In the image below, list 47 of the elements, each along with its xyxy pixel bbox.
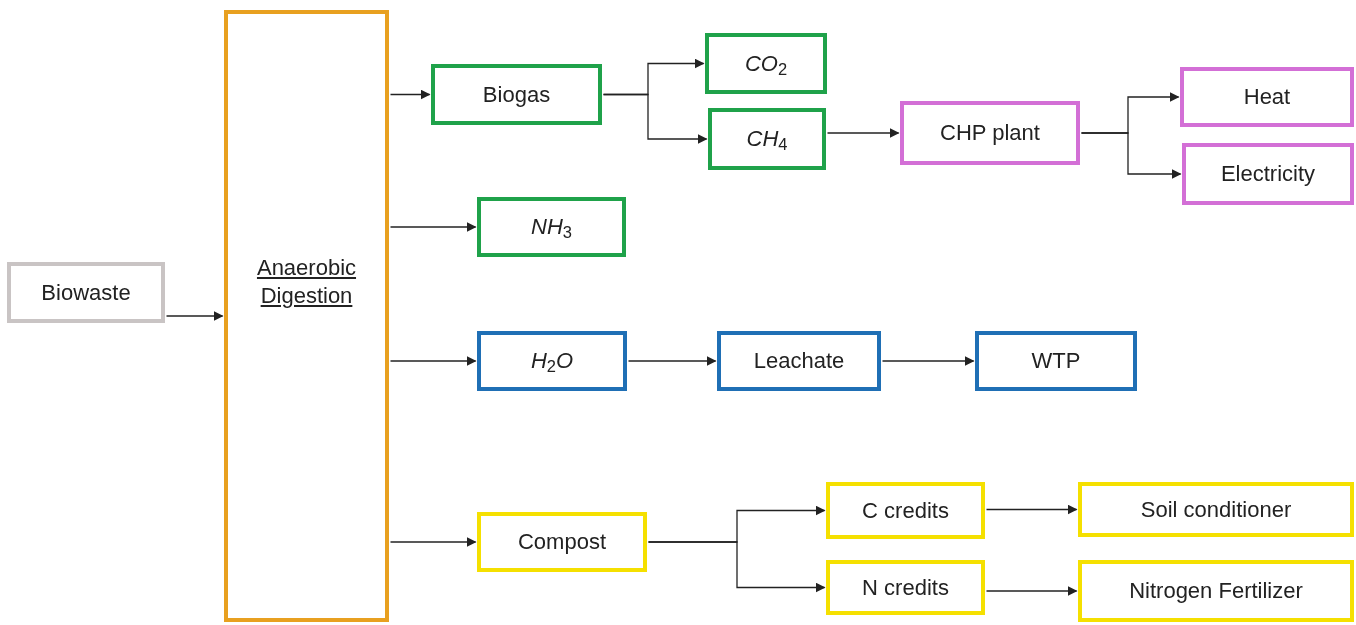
output-box bbox=[7, 262, 165, 323]
output-box bbox=[477, 197, 626, 257]
box-label: Compost bbox=[516, 528, 607, 556]
output-box bbox=[826, 482, 985, 539]
arrow bbox=[881, 356, 975, 366]
arrow bbox=[389, 89, 431, 100]
arrow bbox=[389, 537, 477, 547]
box-label: Anaerobic Digestion bbox=[255, 254, 358, 309]
output-box bbox=[477, 512, 647, 572]
arrow bbox=[389, 356, 477, 366]
output-box bbox=[431, 64, 602, 125]
box-label: WTP bbox=[1030, 347, 1082, 375]
output-box bbox=[1078, 482, 1354, 537]
output-box bbox=[717, 331, 881, 391]
box-label: CH$_{4}$ bbox=[745, 125, 789, 153]
box-label: Heat bbox=[1242, 83, 1292, 111]
box-label: Biogas bbox=[481, 80, 552, 109]
output-box bbox=[900, 101, 1080, 165]
arrow bbox=[1080, 132, 1182, 179]
arrow bbox=[985, 586, 1078, 596]
output-box bbox=[1180, 67, 1354, 127]
output-box bbox=[1182, 143, 1354, 205]
box-label: CHP plant bbox=[939, 119, 1041, 147]
output-box bbox=[1078, 560, 1354, 622]
box-label: Electricity bbox=[1219, 160, 1317, 188]
output-box bbox=[477, 331, 627, 391]
arrow bbox=[627, 356, 717, 366]
box-label: Nitrogen Fertilizer bbox=[1128, 577, 1304, 605]
arrow bbox=[647, 541, 826, 593]
output-box bbox=[705, 33, 827, 94]
box-label: CO$_{2}$ bbox=[743, 49, 789, 78]
box-label: Soil conditioner bbox=[1139, 495, 1293, 524]
box-label: Leachate bbox=[752, 347, 846, 375]
box-label: N credits bbox=[861, 573, 950, 602]
output-box bbox=[975, 331, 1137, 391]
output-box bbox=[826, 560, 985, 615]
box-label: NH$_{3}$ bbox=[530, 213, 573, 241]
output-box bbox=[708, 108, 826, 170]
box-label: C credits bbox=[861, 496, 950, 525]
process-box bbox=[224, 10, 389, 622]
arrow bbox=[165, 311, 224, 321]
arrow bbox=[985, 504, 1078, 515]
arrow bbox=[602, 93, 708, 144]
arrow bbox=[826, 128, 900, 138]
box-label: Biowaste bbox=[40, 278, 132, 307]
arrow bbox=[389, 222, 477, 232]
box-label: H$_{2}$O bbox=[529, 347, 575, 375]
